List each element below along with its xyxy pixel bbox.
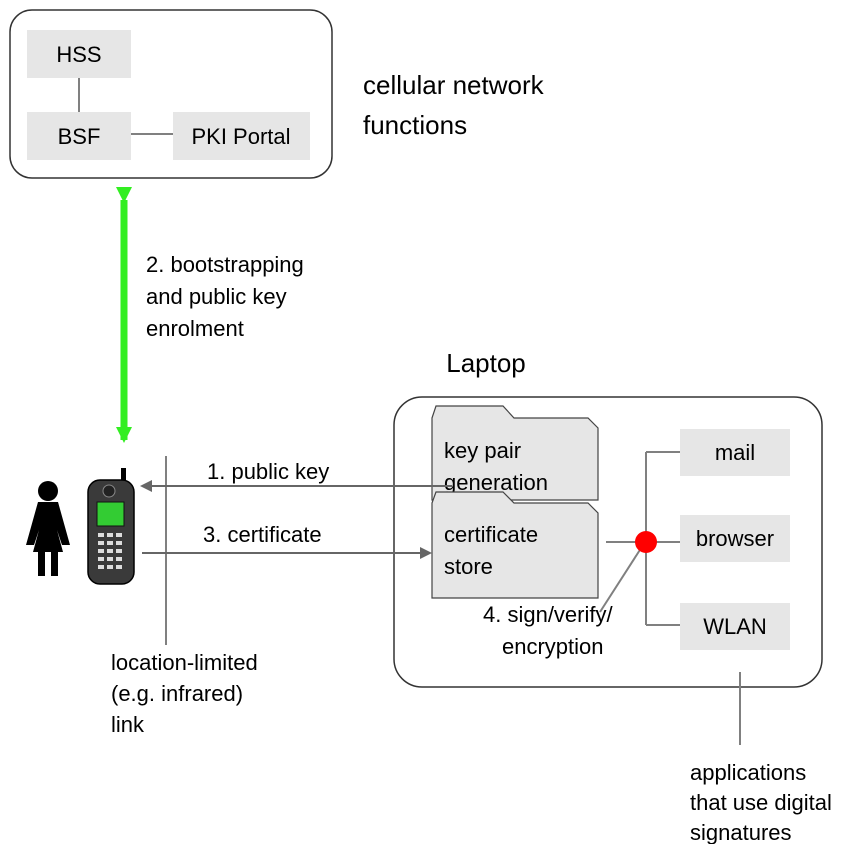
mail-box <box>680 429 790 476</box>
bootstrap-line2: and public key <box>146 284 287 309</box>
person-icon <box>26 481 70 576</box>
bootstrap-line3: enrolment <box>146 316 244 341</box>
sign-verify-line2: encryption <box>502 634 604 659</box>
cert-store-line2: store <box>444 554 493 579</box>
app-wlan-label: WLAN <box>703 614 767 639</box>
bootstrap-line1: 2. bootstrapping <box>146 252 304 277</box>
browser-box <box>680 515 790 562</box>
apps-caption-line1: applications <box>690 760 806 785</box>
app-mail-label: mail <box>715 440 755 465</box>
sign-verify-line1: 4. sign/verify/ <box>483 602 613 627</box>
key-pair-line2: generation <box>444 470 548 495</box>
bsf-box <box>27 112 131 160</box>
pki-portal-label: PKI Portal <box>191 124 290 149</box>
hss-label: HSS <box>56 42 101 67</box>
bsf-label: BSF <box>58 124 101 149</box>
mobile-phone-icon <box>87 468 135 585</box>
sign-verify-pointer <box>599 541 646 613</box>
network-title-line2: functions <box>363 110 467 140</box>
apps-caption-line3: signatures <box>690 820 792 844</box>
certificate-label: 3. certificate <box>203 522 322 547</box>
certificate-store-folder <box>431 491 599 599</box>
public-key-label: 1. public key <box>207 459 329 484</box>
network-title-line1: cellular network <box>363 70 545 100</box>
app-browser-label: browser <box>696 526 774 551</box>
junction-dot <box>635 531 657 553</box>
laptop-title: Laptop <box>446 348 526 378</box>
hss-box <box>27 30 131 78</box>
link-caption-line3: link <box>111 712 145 737</box>
link-caption-line2: (e.g. infrared) <box>111 681 243 706</box>
pki-portal-box <box>173 112 310 160</box>
cert-store-line1: certificate <box>444 522 538 547</box>
apps-caption-line2: that use digital <box>690 790 832 815</box>
wlan-box <box>680 603 790 650</box>
link-caption-line1: location-limited <box>111 650 258 675</box>
key-pair-line1: key pair <box>444 438 521 463</box>
